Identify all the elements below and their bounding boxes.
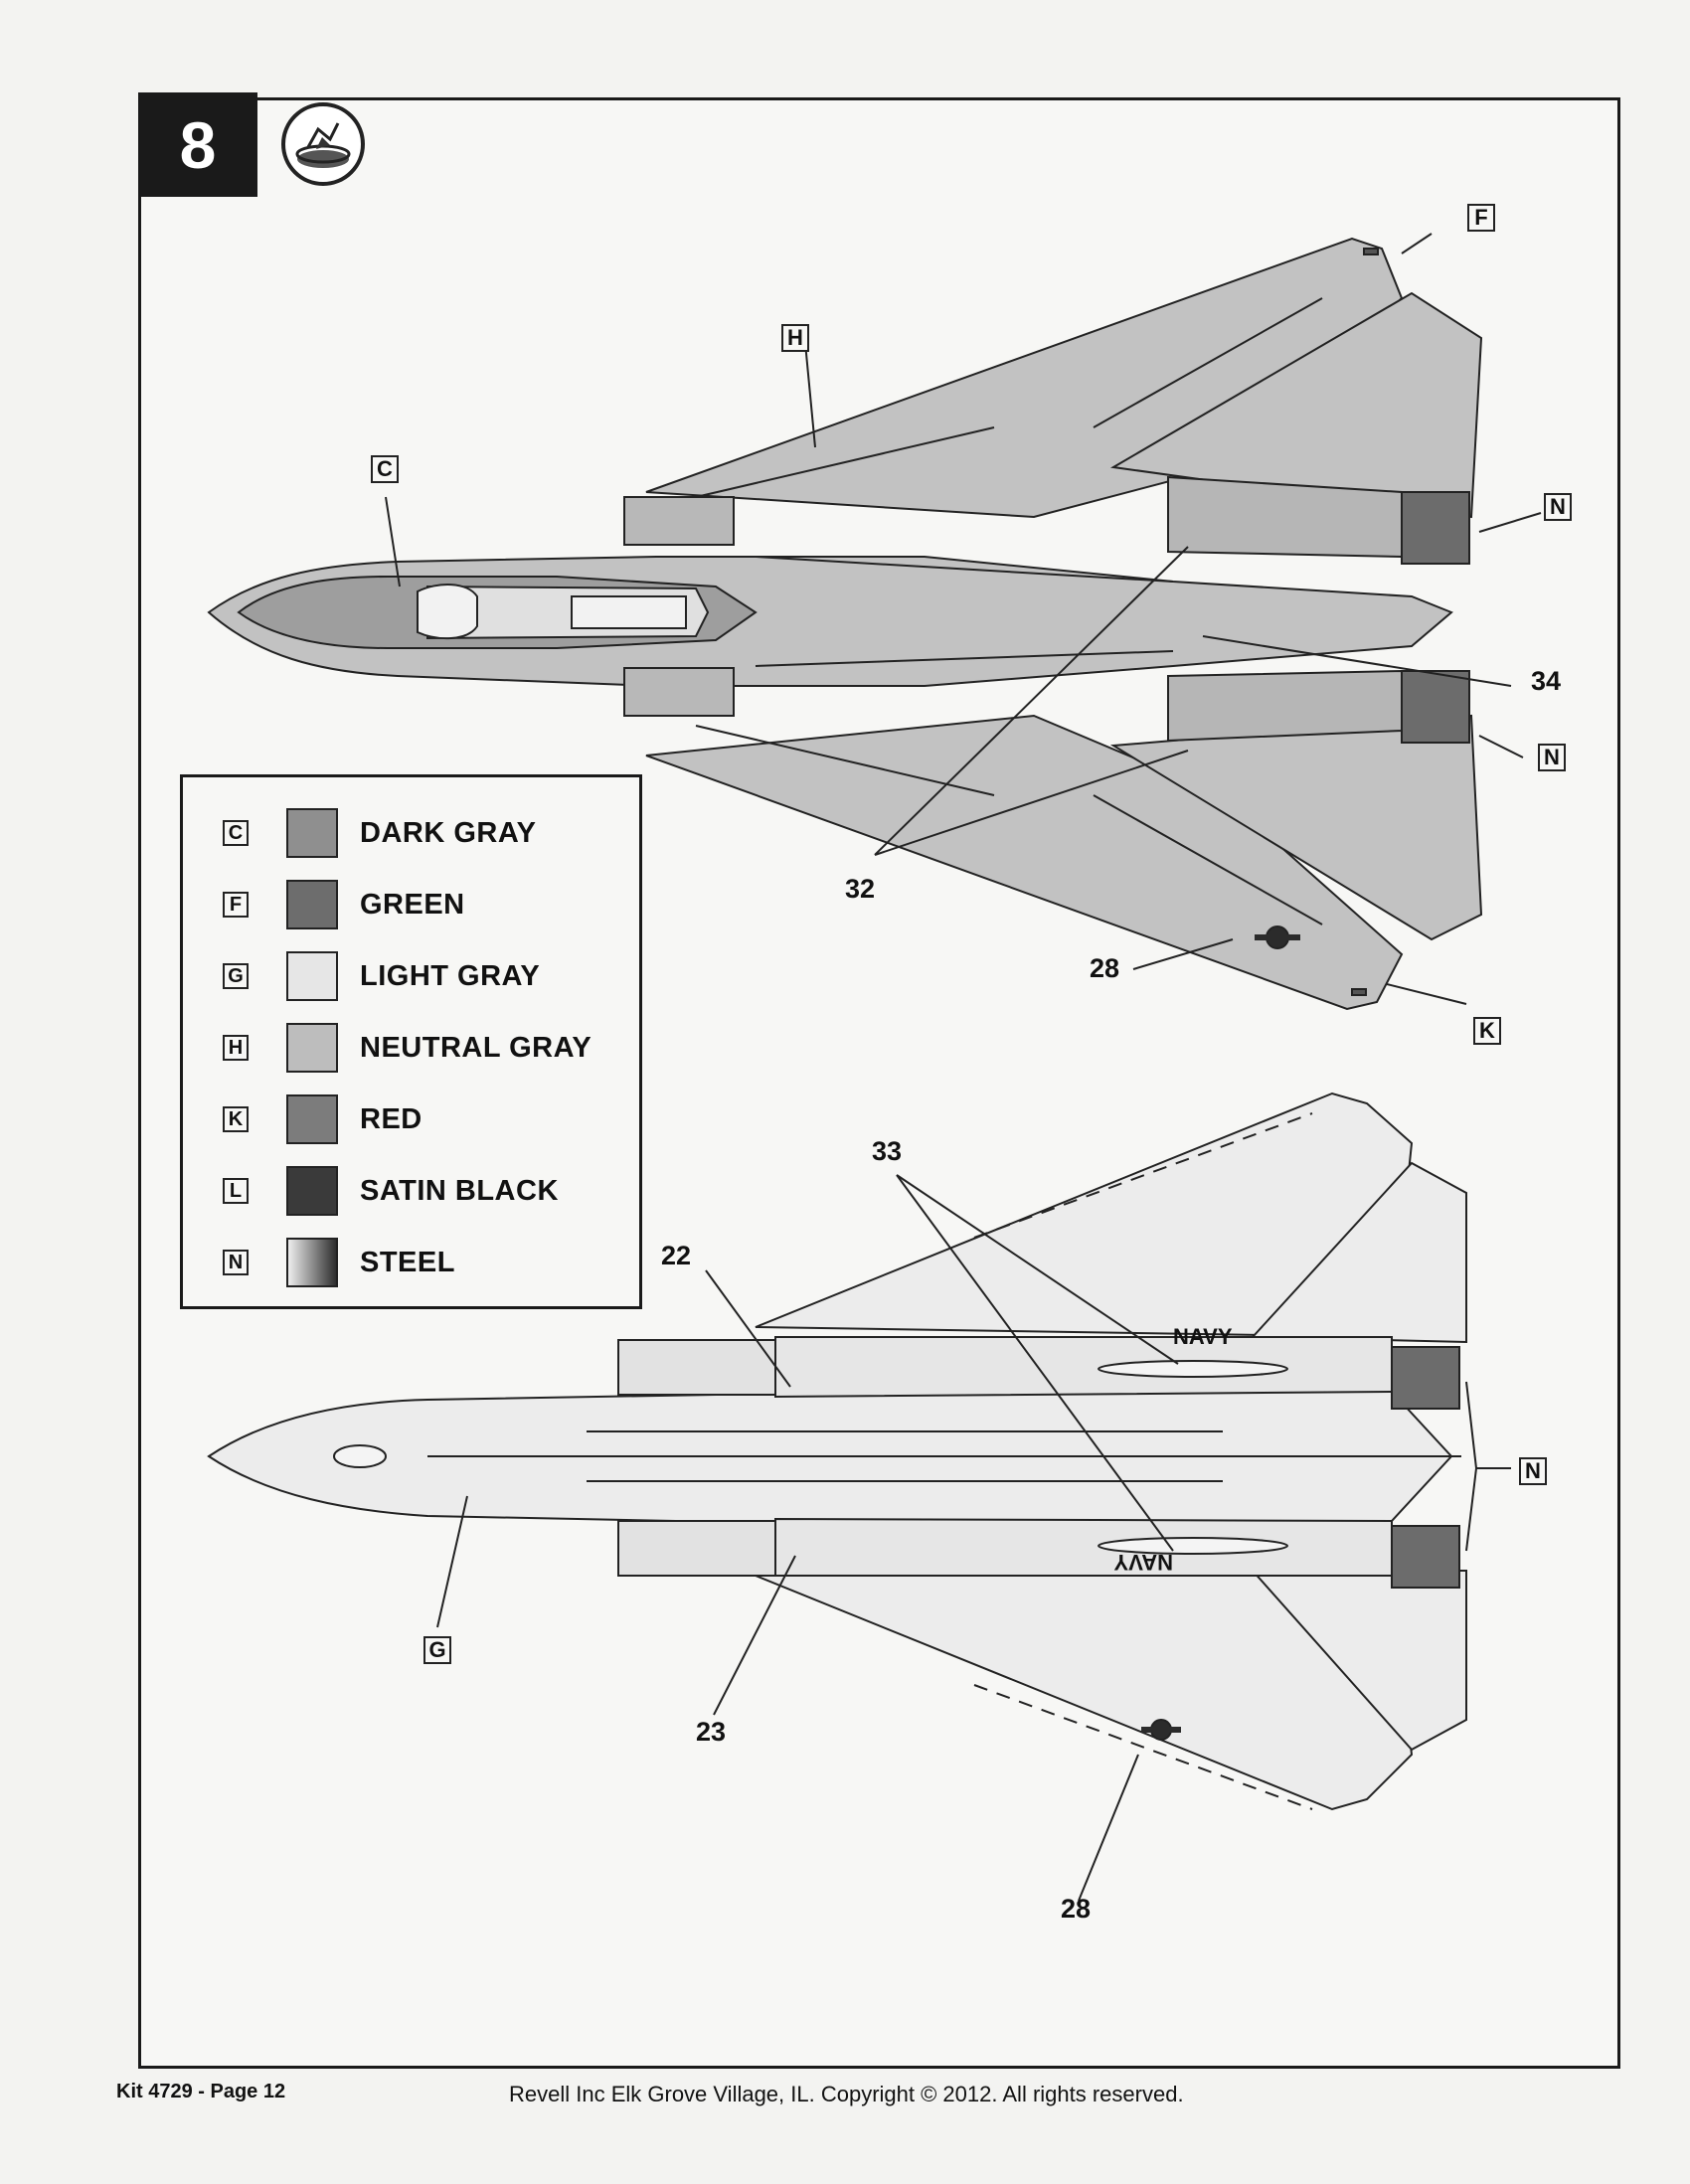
color-legend: C DARK GRAY F GREEN G LIGHT GRAY H NEUTR… [180,774,642,1309]
legend-code: L [223,1178,249,1204]
callout-n-top-2: N [1538,744,1566,771]
decal-number-23: 23 [696,1717,727,1747]
legend-swatch [286,880,338,929]
callout-n-top-1: N [1544,493,1572,521]
decal-number-28-bottom: 28 [1061,1894,1092,1924]
legend-row: K RED [223,1093,422,1145]
step-number-badge: 8 [138,92,257,197]
legend-code: C [223,820,249,846]
legend-color-name: GREEN [360,888,465,921]
footer-kit-page: Kit 4729 - Page 12 [116,2081,286,2102]
callout-k: K [1473,1017,1501,1045]
top-view-leader-lines [385,233,1542,1005]
legend-color-name: NEUTRAL GRAY [360,1031,592,1064]
legend-code: N [223,1250,249,1275]
callout-c: C [371,455,399,483]
legend-swatch [286,951,338,1001]
legend-code: H [223,1035,249,1061]
legend-swatch [286,1094,338,1144]
decal-water-bowl-icon [281,102,365,186]
footer-copyright: Revell Inc Elk Grove Village, IL. Copyri… [509,2082,1184,2106]
legend-swatch [286,1238,338,1287]
decal-number-28-top: 28 [1090,953,1120,983]
legend-color-name: STEEL [360,1246,455,1278]
navy-marking-top: NAVY [1173,1324,1233,1349]
navy-marking-bottom: NAVY [1113,1550,1173,1575]
legend-color-name: LIGHT GRAY [360,959,541,992]
decal-number-32: 32 [845,874,876,904]
bottom-view-leader-lines [436,1174,1511,1902]
legend-color-name: DARK GRAY [360,816,537,849]
decal-number-33: 33 [872,1136,903,1166]
legend-code: K [223,1106,249,1132]
callout-n-bottom: N [1519,1457,1547,1485]
legend-code: F [223,892,249,918]
callout-g: G [423,1636,451,1664]
legend-color-name: SATIN BLACK [360,1174,559,1207]
decal-number-34: 34 [1531,666,1562,696]
callout-h: H [781,324,809,352]
legend-row: L SATIN BLACK [223,1165,559,1217]
legend-swatch [286,1023,338,1073]
legend-code: G [223,963,249,989]
decal-number-22: 22 [661,1241,692,1270]
legend-swatch [286,1166,338,1216]
legend-row: F GREEN [223,879,465,930]
callout-f: F [1467,204,1495,232]
legend-row: G LIGHT GRAY [223,950,540,1002]
bottom-view-aircraft [207,1092,1467,1811]
legend-swatch [286,808,338,858]
legend-color-name: RED [360,1102,422,1135]
legend-row: H NEUTRAL GRAY [223,1022,592,1074]
legend-row: C DARK GRAY [223,807,536,859]
top-view-aircraft [207,237,1483,1011]
legend-row: N STEEL [223,1237,455,1288]
